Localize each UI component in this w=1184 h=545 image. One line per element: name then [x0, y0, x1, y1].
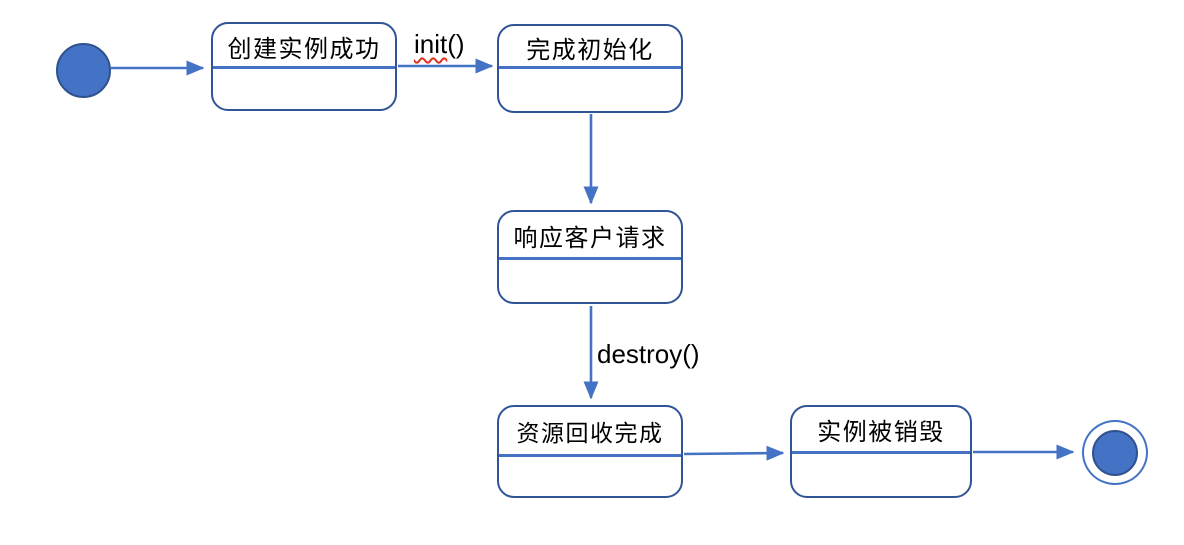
init-label-parens: (): [447, 29, 465, 59]
state-label-initialized: 完成初始化: [526, 36, 654, 64]
state-divider: [213, 66, 395, 69]
state-divider: [499, 257, 681, 260]
state-label-serving-requests: 响应客户请求: [513, 224, 667, 252]
final-state-node: [1082, 420, 1148, 485]
state-box-resources-reclaimed: 资源回收完成: [497, 405, 683, 498]
state-divider: [499, 66, 681, 69]
state-divider: [499, 454, 681, 457]
destroy-label-word: destroy: [597, 339, 683, 369]
state-box-serving-requests: 响应客户请求: [497, 210, 683, 304]
state-label-instance-destroyed: 实例被销毁: [817, 419, 945, 446]
state-divider: [792, 451, 970, 454]
init-label-word: init: [414, 29, 448, 59]
final-state-inner-circle: [1092, 429, 1138, 476]
state-box-instance-created: 创建实例成功: [211, 22, 397, 111]
transition-label-destroy: destroy(): [597, 339, 700, 370]
state-label-resources-reclaimed: 资源回收完成: [516, 420, 664, 446]
state-label-instance-created: 创建实例成功: [227, 35, 381, 63]
destroy-label-parens: (): [682, 339, 700, 369]
transition-reclaimed-to-destroyed: [683, 445, 785, 461]
transition-label-init: init(): [414, 29, 465, 60]
initial-state-node: [56, 43, 111, 98]
state-box-instance-destroyed: 实例被销毁: [790, 405, 972, 498]
state-box-initialized: 完成初始化: [497, 24, 683, 113]
